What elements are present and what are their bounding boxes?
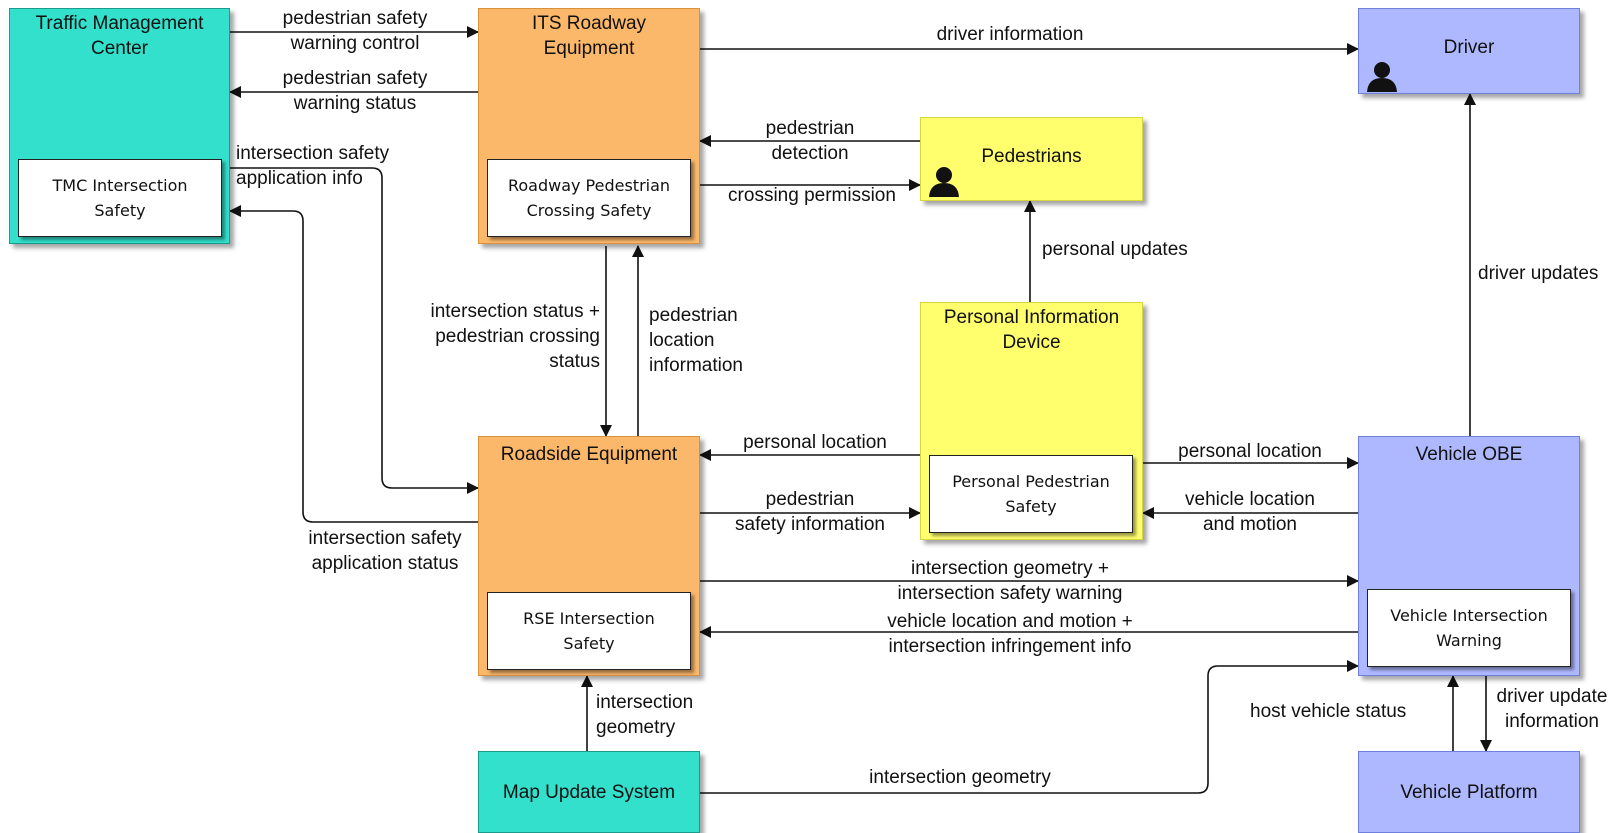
person-icon [1367, 62, 1397, 92]
driver-title: Driver [1443, 37, 1495, 58]
flow-label-host-vehicle-status: host vehicle status [1250, 701, 1407, 722]
map-update-system-box: Map Update System [478, 751, 700, 833]
arrow-intersection-geometry-obe [700, 660, 1359, 794]
personal-information-device-box: Personal Information Device Personal Ped… [920, 302, 1143, 540]
flow-label-ped-warning-control: pedestrian safety warning control [282, 8, 428, 54]
personal-pedestrian-safety: Personal Pedestrian Safety [929, 455, 1133, 533]
person-icon [929, 167, 959, 197]
flow-label-vehicle-loc-motion: vehicle location and motion [1185, 489, 1315, 535]
flow-label-ped-location-info: pedestrian location information [649, 305, 743, 376]
driver-box: Driver [1358, 8, 1580, 94]
platform-title: Vehicle Platform [1400, 782, 1538, 803]
its-title: ITS Roadway Equipment [531, 13, 647, 59]
roadside-equipment-box: Roadside Equipment RSE Intersection Safe… [478, 436, 700, 676]
arrow-intersection-app-info [230, 167, 479, 494]
vehicle-intersection-warning: Vehicle Intersection Warning [1367, 589, 1571, 667]
flow-label-intersection-app-status: intersection safety application status [308, 528, 462, 574]
tmc-box: Traffic Management Center TMC Intersecti… [9, 8, 230, 244]
flow-label-ped-warning-status: pedestrian safety warning status [282, 68, 428, 114]
flow-label-vehicle-loc-infringement: vehicle location and motion + intersecti… [887, 611, 1133, 657]
flow-label-intersection-app-info: intersection safety application info [236, 143, 390, 189]
pid-title: Personal Information Device [943, 307, 1120, 353]
flow-label-crossing-permission: crossing permission [728, 185, 896, 206]
rse-title: Roadside Equipment [500, 444, 678, 465]
vehicle-obe-box: Vehicle OBE Vehicle Intersection Warning [1358, 436, 1580, 676]
flow-label-geom-warning: intersection geometry + intersection saf… [897, 558, 1123, 604]
pid-sub-label: Personal Pedestrian Safety [952, 472, 1110, 516]
map-title: Map Update System [502, 782, 676, 803]
tmc-sub-label: TMC Intersection Safety [52, 176, 188, 220]
flow-label-driver-information: driver information [936, 24, 1084, 45]
rse-sub-label: RSE Intersection Safety [523, 609, 655, 653]
flow-label-intersection-status: intersection status + pedestrian crossin… [430, 301, 600, 372]
flow-label-personal-updates: personal updates [1042, 239, 1188, 260]
tmc-intersection-safety: TMC Intersection Safety [18, 159, 222, 237]
pedestrians-box: Pedestrians [920, 117, 1143, 201]
obe-sub-label: Vehicle Intersection Warning [1390, 606, 1548, 650]
flow-label-personal-location-obe: personal location [1178, 441, 1322, 462]
pedestrians-title: Pedestrians [981, 146, 1082, 167]
flow-label-driver-updates: driver updates [1478, 263, 1599, 284]
roadway-ped-crossing-safety: Roadway Pedestrian Crossing Safety [487, 159, 691, 237]
flow-label-driver-update-info: driver update information [1496, 686, 1608, 732]
its-roadway-equipment-box: ITS Roadway Equipment Roadway Pedestrian… [478, 8, 700, 244]
flow-label-intersection-geometry-obe: intersection geometry [869, 767, 1051, 788]
flow-label-ped-safety-info: pedestrian safety information [735, 489, 885, 535]
its-sub-label: Roadway Pedestrian Crossing Safety [507, 176, 671, 220]
arrow-intersection-app-status [229, 205, 478, 523]
rse-intersection-safety: RSE Intersection Safety [487, 592, 691, 670]
tmc-title: Traffic Management Center [35, 13, 204, 59]
flow-label-personal-location-rse: personal location [743, 432, 887, 453]
vehicle-platform-box: Vehicle Platform [1358, 751, 1580, 833]
flow-label-ped-detection: pedestrian detection [765, 118, 855, 164]
flow-label-intersection-geometry-up: intersection geometry [596, 692, 694, 738]
obe-title: Vehicle OBE [1415, 444, 1523, 465]
